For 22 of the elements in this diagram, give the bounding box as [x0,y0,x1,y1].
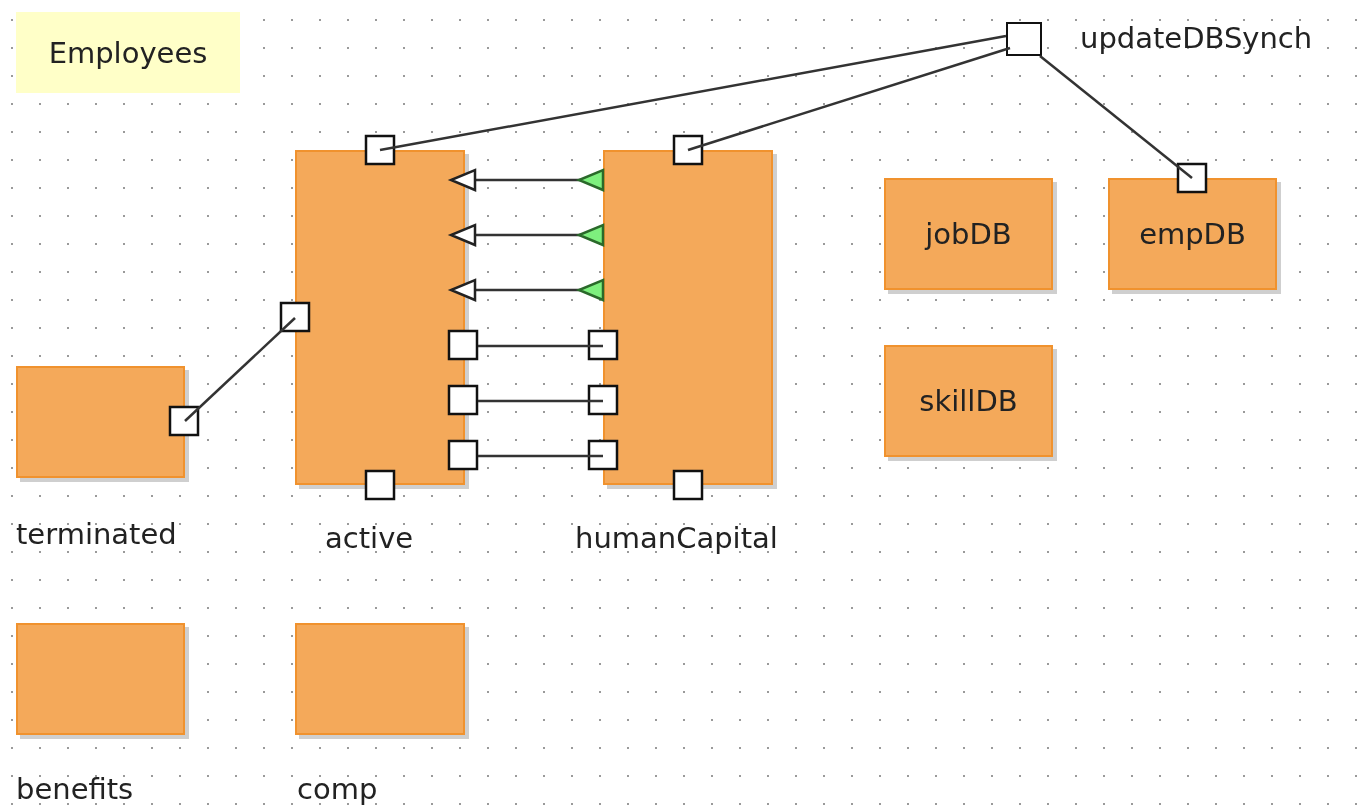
node-label: empDB [1138,219,1247,249]
component-name: terminated [16,520,177,549]
connector-line [478,344,603,348]
port-label: updateDBSynch [1080,24,1313,53]
node-label: Employees [47,38,209,67]
port-square [1006,22,1042,56]
connector-line [379,34,1007,152]
connector-line [687,46,1011,152]
node-label: jobDB [923,219,1013,249]
arrow [449,223,605,247]
component-name: active [325,524,414,553]
arrow [449,168,605,192]
connector-line [1039,55,1193,179]
component-name: comp [297,775,378,804]
arrow [449,278,605,302]
connector-line [478,454,603,458]
component-name: benefits [16,775,134,804]
node-label: skillDB [918,386,1019,416]
component-name: humanCapital [575,524,778,553]
connector-line [478,399,603,403]
connector-line [184,317,296,422]
note-box [16,12,240,93]
